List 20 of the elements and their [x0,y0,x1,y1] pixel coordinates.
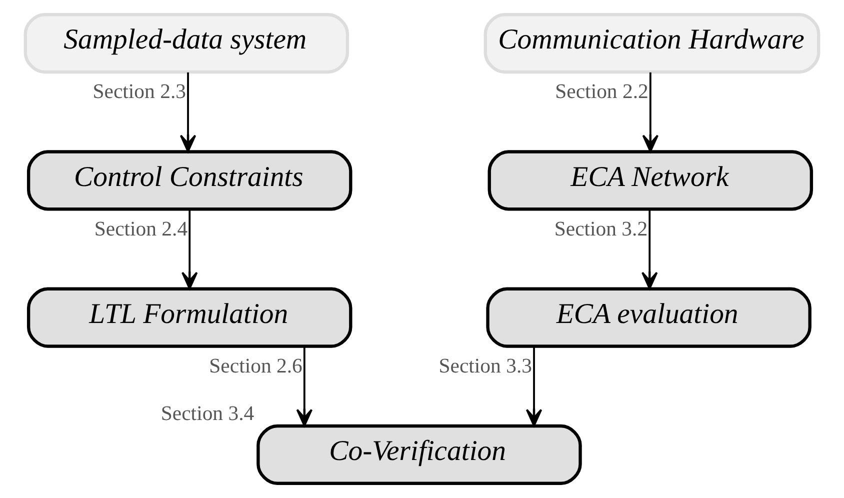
edge-label: Section 2.3 [92,81,186,104]
node-box: Control Constraints [26,150,352,211]
node-box: Co-Verification [256,424,582,485]
node-label: Section 3.4 [160,403,254,426]
arrow [181,210,198,290]
arrow [180,72,196,152]
node-box: Communication Hardware [484,13,820,74]
arrow [296,346,313,427]
node-box: LTL Formulation [26,287,352,348]
edge-label: Section 2.6 [209,355,302,378]
arrow [526,346,542,427]
node-box: ECA evaluation [486,287,812,348]
arrow [641,210,658,290]
edge-label: Section 2.2 [555,81,648,104]
edge-label: Section 3.2 [554,218,648,240]
node-box: Sampled-data system [24,13,350,74]
node-box: ECA Network [488,150,814,211]
edge-label: Section 3.3 [438,355,532,378]
arrow [642,72,659,152]
edge-label: Section 2.4 [94,218,188,240]
